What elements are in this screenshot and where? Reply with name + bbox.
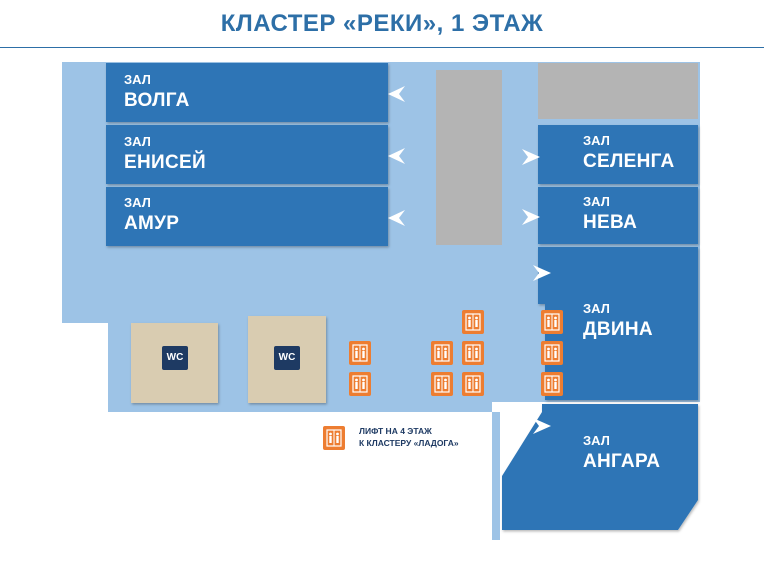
service-block-center	[436, 70, 502, 245]
entrance-arrow-icon	[388, 148, 405, 164]
elevator-icon	[430, 371, 454, 397]
hall-label-enisei: ЗАЛ ЕНИСЕЙ	[124, 135, 206, 172]
hall-prefix: ЗАЛ	[583, 194, 610, 209]
hall-enisei[interactable]	[106, 125, 388, 184]
legend-line-1: ЛИФТ НА 4 ЭТАЖ	[359, 426, 432, 436]
entrance-arrow-icon	[522, 209, 540, 225]
hall-volga[interactable]	[106, 63, 388, 122]
hall-label-angara: ЗАЛ АНГАРА	[583, 434, 660, 471]
hall-dvina[interactable]	[538, 247, 698, 400]
elevator-icon	[430, 340, 454, 366]
page-title: КЛАСТЕР «РЕКИ», 1 ЭТАЖ	[220, 10, 544, 37]
elevator-icon	[461, 309, 485, 335]
hall-prefix: ЗАЛ	[583, 301, 610, 316]
service-block-top-right	[538, 63, 698, 119]
hall-name: ДВИНА	[583, 319, 653, 340]
hall-neva[interactable]	[538, 187, 698, 244]
elevator-icon	[348, 340, 372, 366]
hall-name: АНГАРА	[583, 451, 661, 472]
hall-label-amur: ЗАЛ АМУР	[124, 196, 179, 233]
hall-prefix: ЗАЛ	[124, 134, 151, 149]
restroom-icon: WC	[274, 346, 300, 370]
hall-label-selenga: ЗАЛ СЕЛЕНГА	[583, 134, 675, 171]
legend-elevator-icon	[322, 425, 346, 451]
elevator-icon	[540, 340, 564, 366]
hall-label-neva: ЗАЛ НЕВА	[583, 195, 637, 232]
hall-prefix: ЗАЛ	[124, 195, 151, 210]
entrance-arrow-icon	[533, 418, 551, 434]
hall-selenga[interactable]	[538, 125, 698, 184]
hall-label-dvina: ЗАЛ ДВИНА	[583, 302, 653, 339]
hall-prefix: ЗАЛ	[124, 72, 151, 87]
hall-prefix: ЗАЛ	[583, 433, 610, 448]
hall-name: НЕВА	[583, 212, 638, 233]
hall-name: СЕЛЕНГА	[583, 151, 675, 172]
elevator-icon	[348, 371, 372, 397]
hall-name: ЕНИСЕЙ	[124, 152, 206, 173]
entrance-arrow-icon	[388, 210, 405, 226]
entrance-arrow-icon	[533, 265, 551, 281]
hall-amur[interactable]	[106, 187, 388, 246]
hall-name: ВОЛГА	[124, 90, 190, 111]
elevator-icon	[540, 371, 564, 397]
hall-name: АМУР	[124, 213, 180, 234]
elevator-icon	[461, 371, 485, 397]
legend-elevator-text: ЛИФТ НА 4 ЭТАЖ К КЛАСТЕРУ «ЛАДОГА»	[359, 425, 519, 449]
hall-prefix: ЗАЛ	[583, 133, 610, 148]
hall-angara[interactable]	[502, 404, 698, 530]
hall-label-volga: ЗАЛ ВОЛГА	[124, 73, 190, 110]
elevator-icon	[540, 309, 564, 335]
title-divider	[0, 47, 764, 48]
legend-line-2: К КЛАСТЕРУ «ЛАДОГА»	[359, 438, 459, 448]
elevator-icon	[461, 340, 485, 366]
restroom-icon: WC	[162, 346, 188, 370]
entrance-arrow-icon	[388, 86, 405, 102]
entrance-arrow-icon	[522, 149, 540, 165]
